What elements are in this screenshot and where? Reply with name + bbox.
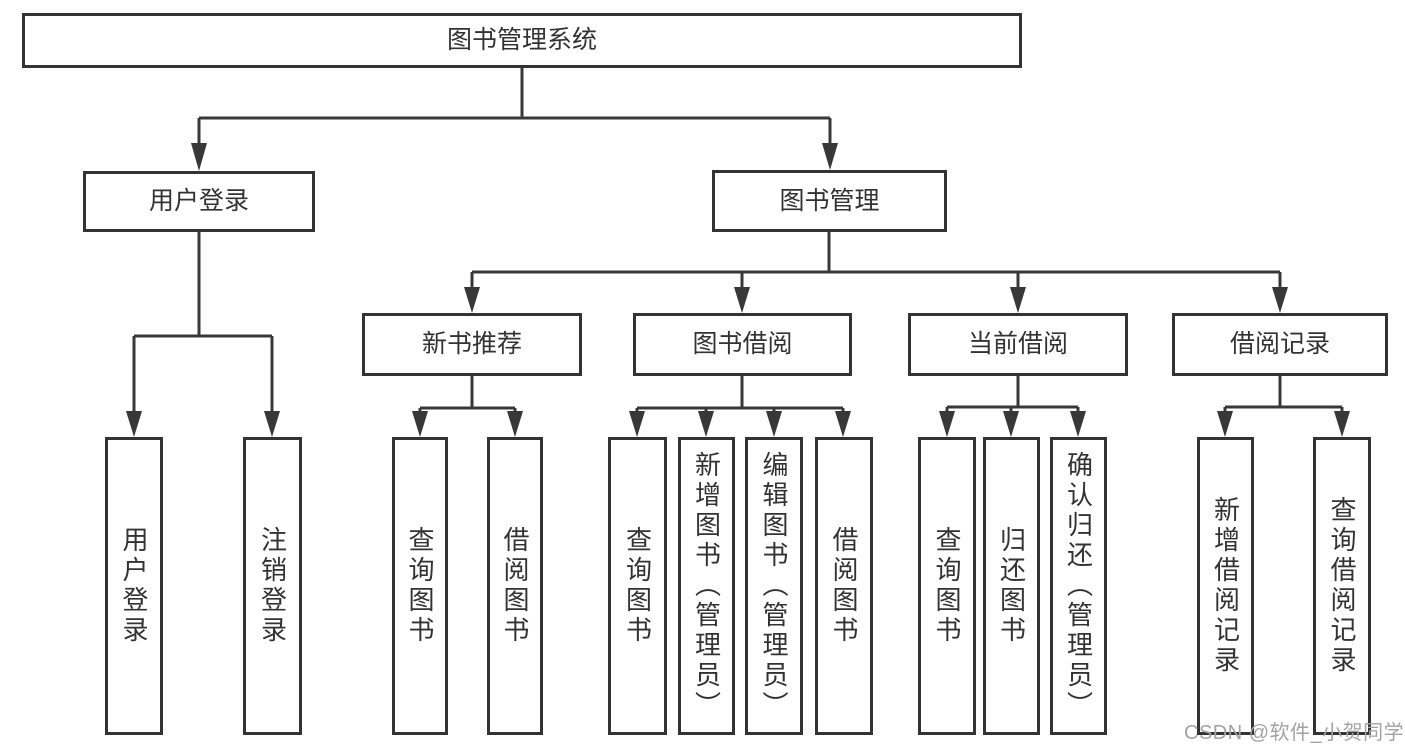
- leaf-newbook-borrow-books: 借阅图书: [487, 437, 543, 735]
- node-new-book-recommend: 新书推荐: [362, 313, 582, 376]
- leaf-borrow-add-books-admin: 新增图书（管理员）: [678, 437, 735, 735]
- leaf-records-query-record: 查询借阅记录: [1313, 437, 1371, 735]
- arrowheads-records-leaves: [1217, 411, 1350, 437]
- node-current-borrow: 当前借阅: [908, 313, 1128, 376]
- csdn-watermark: CSDN @软件_小贺同学: [1184, 722, 1405, 744]
- connector-root-to-level2: [197, 68, 832, 144]
- node-book-management: 图书管理: [712, 170, 947, 232]
- node-borrow-records: 借阅记录: [1172, 313, 1388, 376]
- arrowheads-current-borrow-leaves: [939, 411, 1086, 437]
- leaf-logout-login: 注销登录: [243, 437, 302, 735]
- leaf-records-add-record: 新增借阅记录: [1197, 437, 1254, 735]
- leaf-borrow-query-books: 查询图书: [608, 437, 667, 735]
- connector-records-leaves: [1223, 376, 1344, 413]
- leaf-current-confirm-return-admin: 确认归还（管理员）: [1050, 437, 1107, 735]
- arrowheads-level2: [191, 143, 838, 171]
- leaf-user-login: 用户登录: [105, 437, 163, 735]
- node-user-login: 用户登录: [83, 171, 315, 232]
- arrowheads-user-login-leaves: [126, 411, 280, 437]
- connector-current-borrow-leaves: [945, 376, 1080, 413]
- leaf-borrow-borrow-books: 借阅图书: [815, 437, 873, 735]
- leaf-current-return-books: 归还图书: [983, 437, 1040, 735]
- connector-new-book-leaves: [418, 376, 517, 413]
- arrowheads-new-book-leaves: [412, 411, 523, 437]
- arrowheads-level3: [464, 287, 1288, 313]
- arrowheads-book-borrow-leaves: [629, 411, 851, 437]
- connector-mgmt-to-level3: [470, 232, 1282, 290]
- connector-user-login-leaves: [132, 232, 274, 413]
- node-book-borrow: 图书借阅: [633, 313, 852, 376]
- leaf-current-query-books: 查询图书: [918, 437, 976, 735]
- leaf-borrow-edit-books-admin: 编辑图书（管理员）: [745, 437, 803, 735]
- connector-book-borrow-leaves: [635, 376, 845, 413]
- leaf-newbook-query-books: 查询图书: [392, 437, 448, 735]
- node-library-management-system: 图书管理系统: [22, 13, 1022, 68]
